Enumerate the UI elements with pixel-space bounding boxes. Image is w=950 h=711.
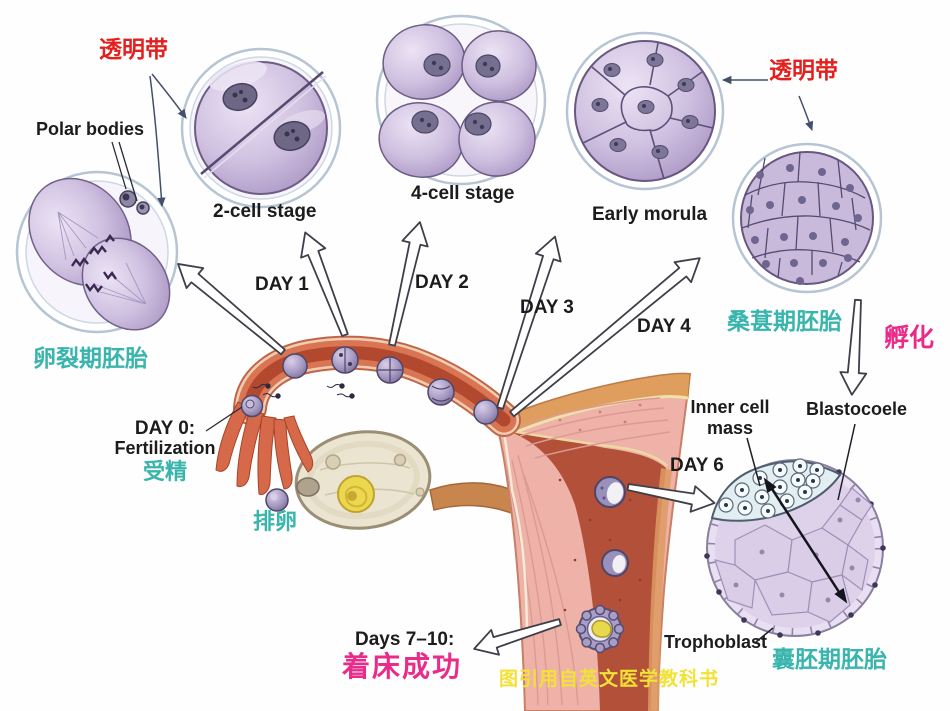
implantation-success-label: 着床成功 [342, 651, 463, 682]
stage-early-morula [565, 31, 725, 191]
day6-label: DAY 6 [670, 455, 724, 476]
day4-label: DAY 4 [637, 316, 691, 337]
zona-pellucida-label-right: 透明带 [769, 57, 838, 83]
morula-embryo-label: 桑葚期胚胎 [727, 308, 842, 334]
trophoblast-label: Trophoblast [664, 632, 767, 652]
fimbriae [215, 401, 314, 495]
day3-label: DAY 3 [520, 297, 574, 318]
stage-late-morula [731, 142, 883, 294]
arrow-to-zygote [177, 263, 286, 356]
ovary [294, 430, 515, 530]
two-cell-stage-label: 2-cell stage [213, 201, 317, 222]
sperm-icon [252, 383, 355, 399]
arrow-day1 [300, 231, 349, 337]
day1-label: DAY 1 [255, 274, 309, 295]
stage-arrows [177, 221, 868, 656]
uterus [496, 372, 692, 711]
tubal-embryos [240, 346, 499, 425]
polar-bodies-icon [119, 190, 150, 215]
ovulated-egg [265, 488, 289, 512]
arrow-hatching [839, 298, 868, 396]
fertilization-cn-label: 受精 [142, 458, 187, 484]
arrow-day6 [626, 483, 716, 513]
ovulation-label: 排卵 [253, 509, 298, 534]
polar-bodies-label: Polar bodies [36, 119, 145, 139]
fallopian-tube [233, 335, 521, 437]
uterine-embryos [265, 476, 629, 654]
stage-cleaving-zygote [15, 170, 179, 334]
arrow-day3 [496, 235, 562, 410]
arrow-day4 [509, 257, 701, 418]
fertilization-label: Fertilization [114, 437, 216, 458]
blastocyst-embryo-label: 囊胚期胚胎 [772, 646, 887, 672]
blastocyst [704, 458, 886, 638]
blastocoele-label: Blastocoele [806, 399, 908, 419]
day2-label: DAY 2 [415, 272, 469, 293]
hatching-label: 孵化 [884, 324, 935, 352]
day0-label: DAY 0: [134, 418, 196, 439]
implanted-embryo [575, 604, 625, 654]
arrow-day2 [388, 221, 429, 347]
day0-fertilization-block: DAY 0: Fertilization 受精 [103, 419, 227, 483]
inner-cell-mass-label: Inner cell mass [690, 397, 770, 438]
days7-10-label: Days 7–10: [355, 629, 455, 650]
inner-cell-mass-icon [710, 458, 842, 522]
pointer-lines [111, 73, 856, 643]
source-footnote: 图引用自英文医学教科书 [499, 669, 720, 690]
stage-two-cell [180, 47, 342, 209]
cleavage-embryo-label: 卵裂期胚胎 [33, 345, 148, 371]
zona-pellucida-label-left: 透明带 [99, 36, 168, 62]
stage-four-cell [375, 14, 547, 186]
blastocoele-span-arrow [763, 477, 848, 604]
arrow-days7-10 [473, 618, 562, 656]
four-cell-stage-label: 4-cell stage [411, 183, 515, 204]
early-morula-label: Early morula [592, 204, 708, 225]
